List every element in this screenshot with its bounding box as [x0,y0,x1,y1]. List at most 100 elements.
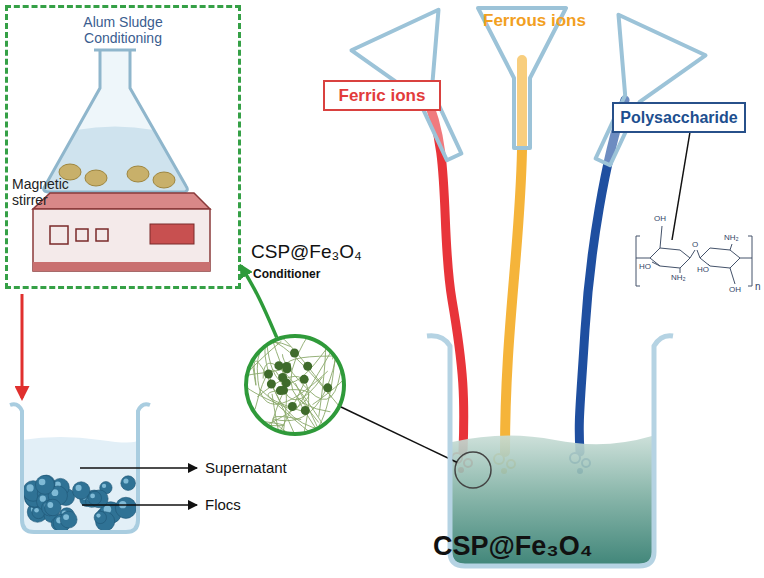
floc-highlight [40,496,46,502]
floc [88,491,102,505]
label-text: NH₂ [724,233,739,242]
leader-line [672,132,690,240]
label-text: OH [654,214,666,223]
label-text: NH₂ [671,273,686,282]
chemical-structure [652,262,660,266]
funnels [559,15,705,182]
magnetic-stirrer [33,193,210,271]
magnetite-particle [323,383,332,392]
floc [60,511,77,528]
label-text: OH [729,285,741,294]
floc [45,499,62,516]
node-text: Conditioner [253,267,320,281]
floc [35,475,54,494]
flow-arrow [21,294,24,398]
magnetic-stirrer [33,262,210,271]
settling-beaker [22,437,138,532]
zoom-circle [246,336,344,434]
magnetite-particle [274,361,283,370]
label-text: Supernatant [205,459,287,476]
polymer-fiber [282,354,342,399]
floc [115,497,136,518]
magnetic-stirrer [76,229,88,241]
floc-highlight [76,485,82,491]
flask [44,50,188,192]
label-text: O [692,240,698,249]
chemical-structure [740,258,752,259]
zoom-spot [455,452,491,488]
floc-highlight [96,513,100,517]
magnetite-particle [303,362,312,371]
magnetite-particle [264,370,273,379]
chemical-structure [660,226,662,248]
floc [121,476,136,491]
chemical-structure [730,268,735,284]
pointer-arrow [80,467,197,469]
polymer-fiber [260,363,330,443]
beaker-outline [427,336,673,566]
chemical-structure [690,250,695,258]
floc-highlight [26,484,33,491]
floc [72,482,89,499]
connector [241,266,277,337]
floc-highlight [47,502,53,508]
process-box: Ferric ions [323,80,441,111]
pointer-arrow [82,504,197,506]
flask [153,172,175,188]
floc-highlight [90,494,95,499]
magnetite-particle [279,386,288,395]
polymer-fibers [229,297,353,461]
polymer-fiber [295,383,319,432]
node-text: Ferric ions [339,86,426,106]
polymer-fiber [255,370,322,410]
chemical-structure [636,236,640,286]
floc-highlight [123,478,128,483]
flask [85,170,107,186]
floc-highlight [34,508,39,513]
chemical-structure [636,226,752,286]
magnetic-stirrer [33,193,210,209]
magnetic-stirrer [33,209,210,271]
connector [341,407,425,447]
magnetic-stirrer [150,224,194,244]
floc [94,511,106,523]
magnetite-particle [288,402,297,411]
flask [44,50,188,192]
magnetic-stirrer [96,229,108,241]
chemical-structure [748,236,752,286]
node-text: CSP@Fe₃O₄ [251,241,362,263]
polymer-fiber [249,337,295,433]
label-text: Magnetic stirrer [12,176,87,208]
flocs [23,475,137,532]
chemical-structure [680,268,681,273]
polymer-fiber [273,355,335,438]
shape-node: CSP@Fe₃O₄Conditioner [243,333,347,437]
chemical-structure [650,248,690,268]
node-outline [243,333,347,437]
label-text: Flocs [205,496,241,513]
magnetic-stirrer [50,226,68,244]
label-text: Ferrous ions [483,11,586,31]
label-text: HO [639,262,651,271]
floc-highlight [63,514,69,520]
magnetite-particle [301,406,310,415]
process-box: Polysaccharide [612,102,746,133]
polymer-fiber [257,376,308,461]
node-text: Polysaccharide [620,109,737,127]
label-text: HO [697,265,709,274]
magnetite-particle [278,373,287,382]
floc-highlight [39,479,46,486]
flask [127,166,149,182]
chemical-structure [697,250,700,258]
chemical-structure [636,258,650,259]
magnetite-particle [290,348,299,357]
node-text: CSP@Fe₃O₄ [433,531,593,562]
magnetite-particle [267,380,276,389]
flask [44,50,188,192]
chemical-structure [730,244,732,250]
node-text: Alum Sludge Conditioning [63,14,183,46]
shape-node: CSP@Fe₃O₄ [425,330,675,570]
magnetite-particle [282,362,291,371]
